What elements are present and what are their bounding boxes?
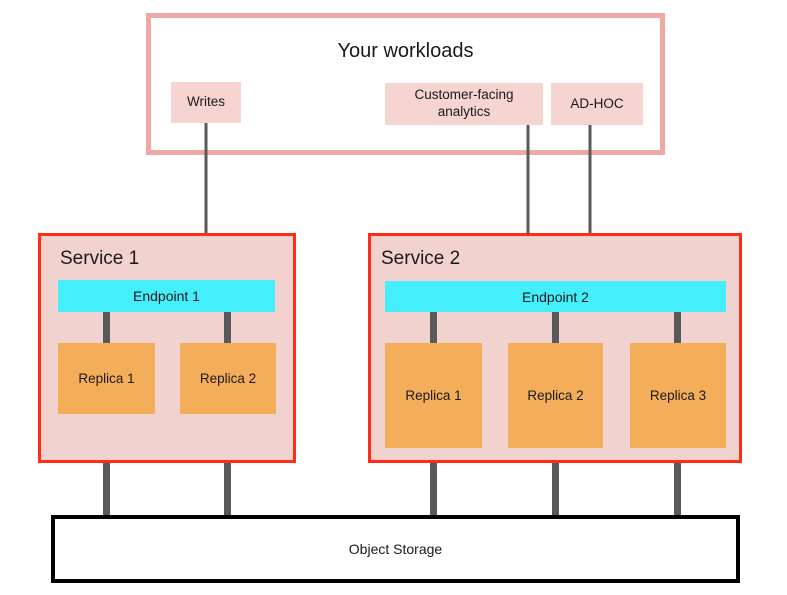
replica-label: Replica 2 bbox=[527, 388, 584, 403]
service-title-1: Service 1 bbox=[60, 248, 140, 269]
service2-replica-3[interactable]: Replica 3 bbox=[630, 343, 726, 448]
replica-label: Replica 1 bbox=[405, 388, 462, 403]
service2-replica-2[interactable]: Replica 2 bbox=[508, 343, 603, 448]
connector-s2-replica2-to-storage bbox=[552, 448, 559, 519]
replica-label: Replica 1 bbox=[78, 371, 135, 386]
workloads-title: Your workloads bbox=[337, 40, 474, 62]
workload-chip-writes[interactable]: Writes bbox=[171, 82, 241, 123]
workload-chip-customer-facing-analytics[interactable]: Customer-facing analytics bbox=[385, 83, 543, 125]
service1-replica-2[interactable]: Replica 2 bbox=[180, 343, 276, 414]
workload-chip-label: Customer-facing analytics bbox=[414, 87, 514, 119]
connector-endpoint2-to-s2-replica2 bbox=[552, 312, 559, 343]
object-storage-box[interactable]: Object Storage bbox=[51, 515, 740, 583]
service-title-2: Service 2 bbox=[381, 248, 461, 269]
connector-s1-replica1-to-storage bbox=[103, 414, 110, 519]
endpoint-label: Endpoint 1 bbox=[133, 288, 200, 304]
replica-label: Replica 3 bbox=[649, 388, 707, 403]
connector-endpoint2-to-s2-replica3 bbox=[674, 312, 681, 343]
connector-endpoint1-to-s1-replica2 bbox=[224, 312, 231, 343]
service2-replica-1[interactable]: Replica 1 bbox=[385, 343, 482, 448]
replica-label: Replica 2 bbox=[199, 371, 257, 386]
workload-chip-ad-hoc[interactable]: AD-HOC bbox=[551, 83, 643, 125]
service1-replica-1[interactable]: Replica 1 bbox=[58, 343, 155, 414]
endpoint-1[interactable]: Endpoint 1 bbox=[58, 280, 275, 312]
endpoint-2[interactable]: Endpoint 2 bbox=[385, 281, 726, 312]
connector-s1-replica2-to-storage bbox=[224, 414, 231, 519]
object-storage-label: Object Storage bbox=[348, 541, 443, 557]
endpoint-label: Endpoint 2 bbox=[522, 288, 589, 305]
connector-endpoint1-to-s1-replica1 bbox=[103, 312, 110, 343]
workload-chip-label: Writes bbox=[186, 94, 225, 110]
connector-s2-replica3-to-storage bbox=[674, 448, 681, 519]
connector-s2-replica1-to-storage bbox=[430, 448, 437, 519]
connector-endpoint2-to-s2-replica1 bbox=[430, 312, 437, 343]
workload-chip-label: AD-HOC bbox=[570, 95, 624, 111]
